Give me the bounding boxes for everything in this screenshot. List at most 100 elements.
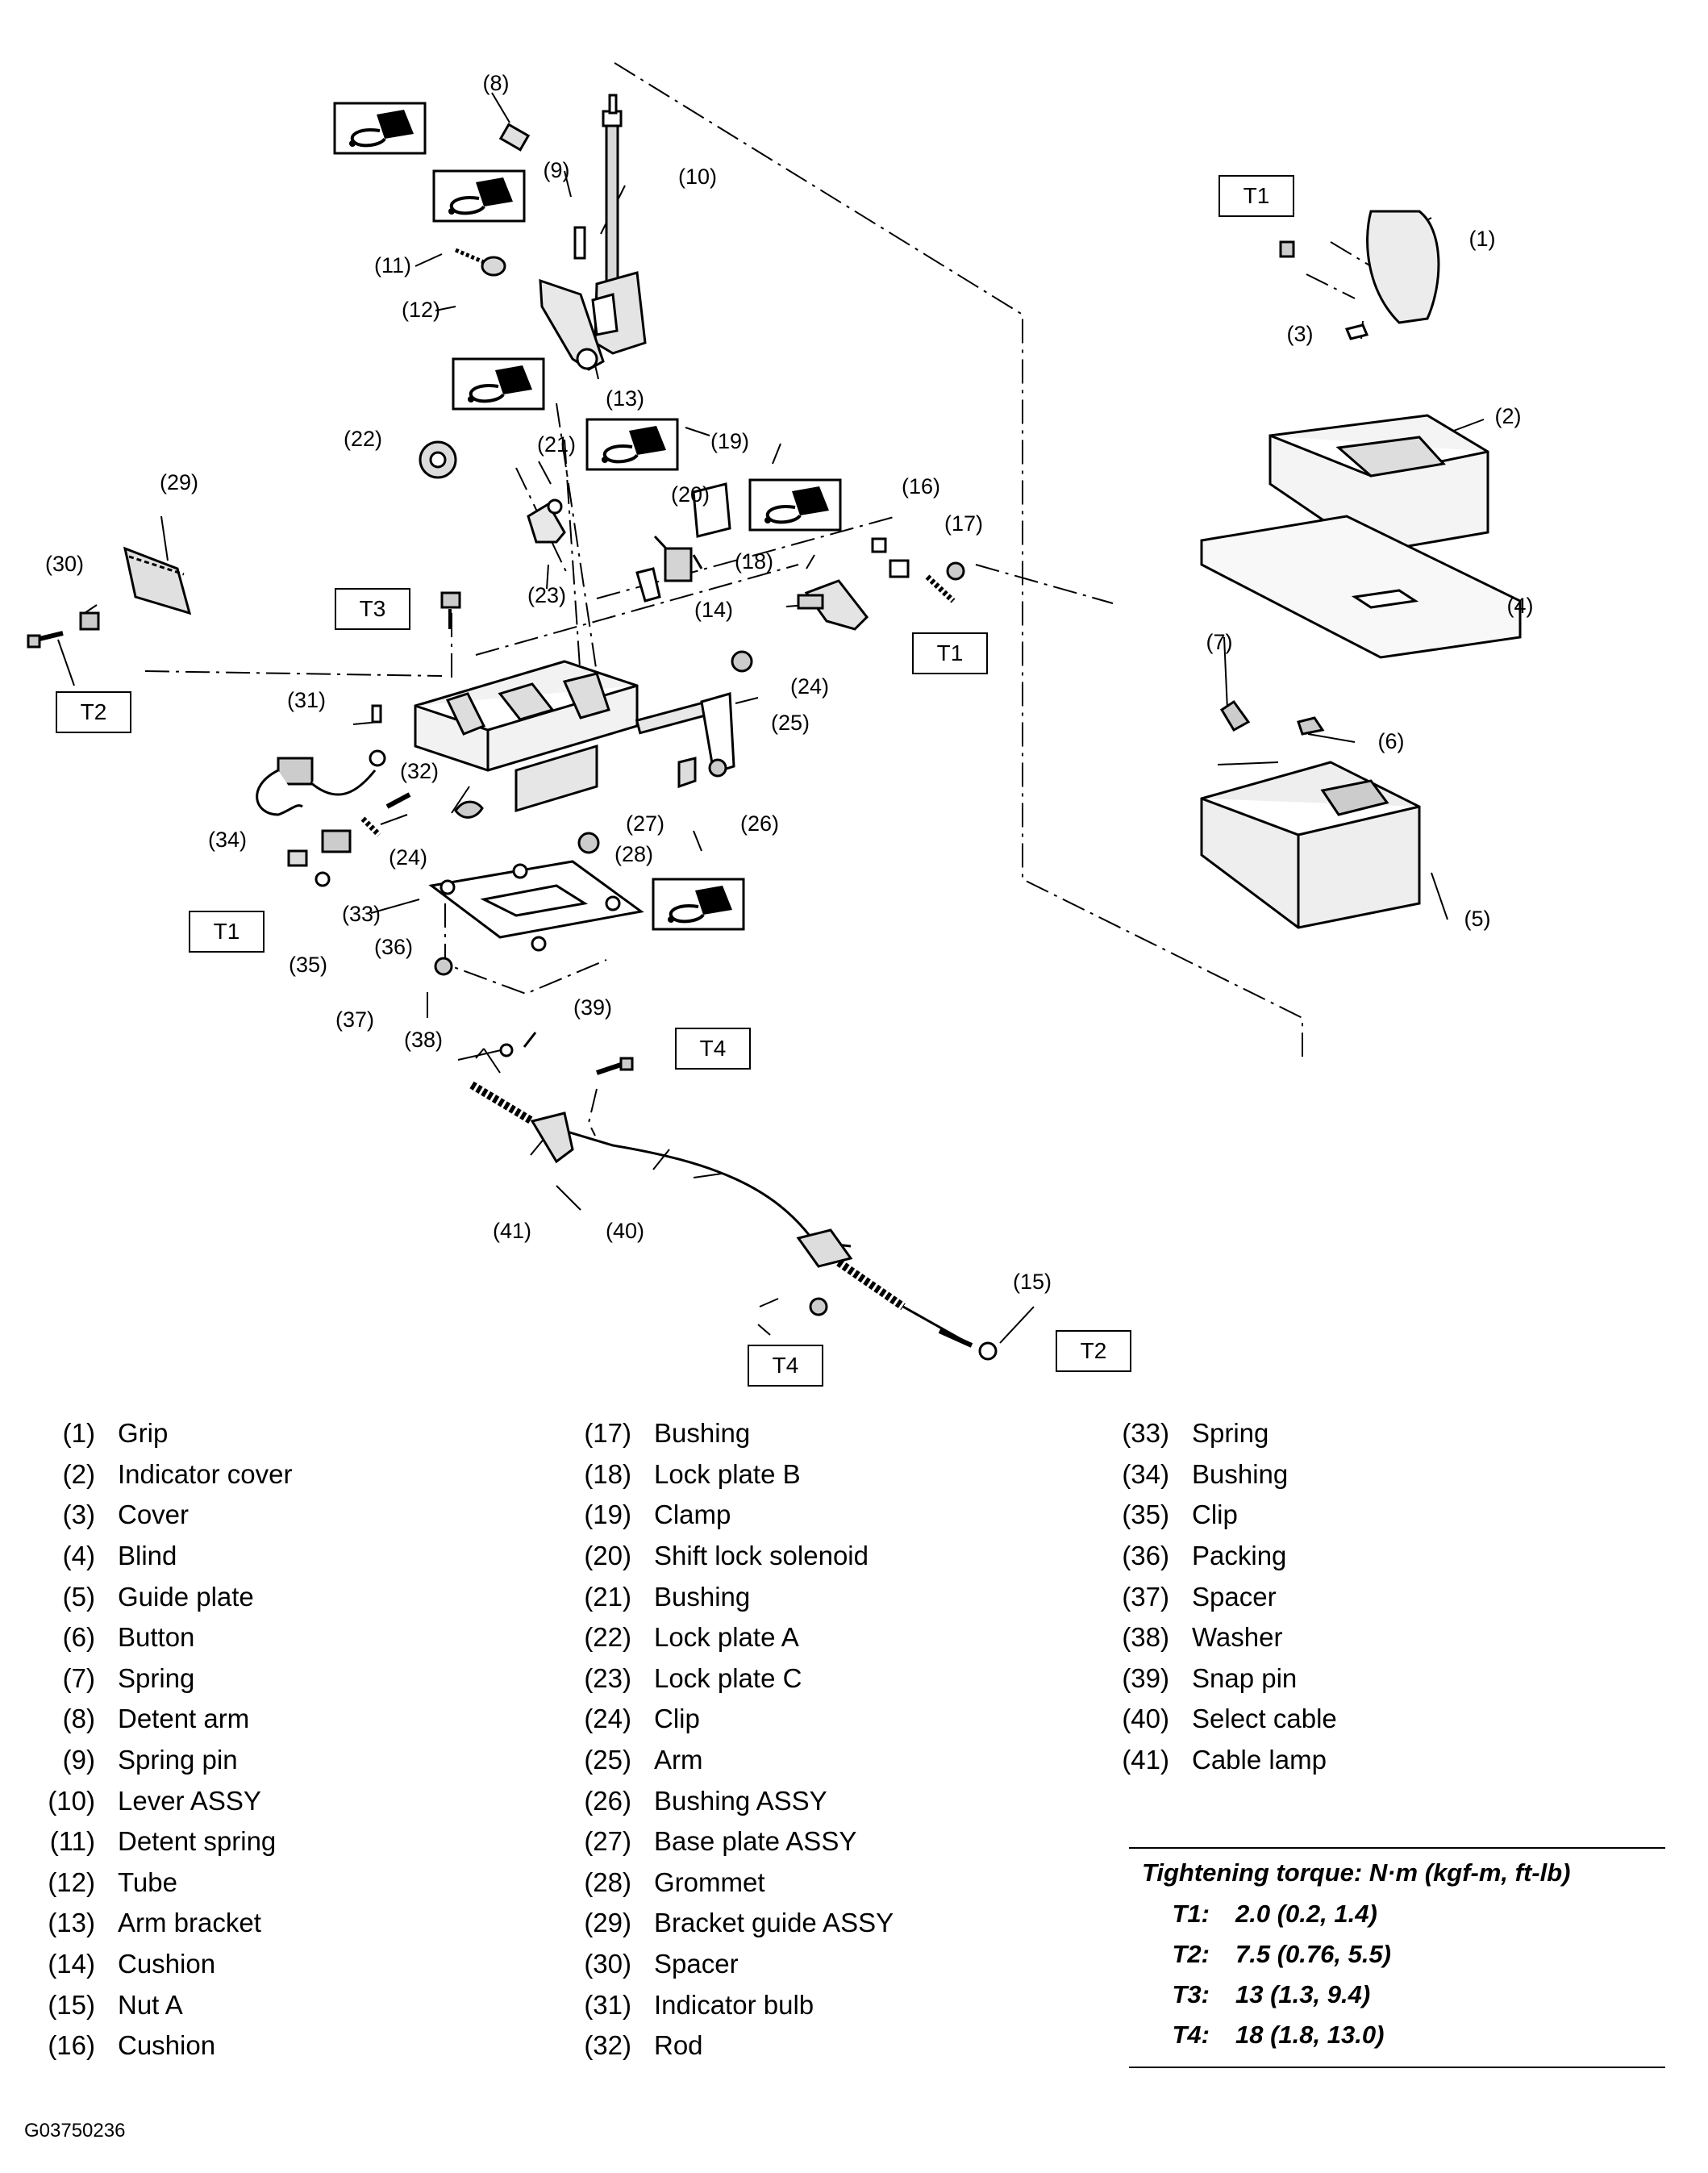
callout-38: (38) bbox=[404, 1028, 443, 1052]
callout-7: (7) bbox=[1206, 630, 1233, 654]
legend-item-name: Snap pin bbox=[1192, 1662, 1298, 1693]
legend-item-number: (28) bbox=[584, 1866, 631, 1897]
shift-lock-solenoid bbox=[635, 482, 731, 603]
legend-item: (35)Clip bbox=[1106, 1495, 1337, 1536]
parts-legend-column-2: (17)Bushing(18)Lock plate B(19)Clamp(20)… bbox=[569, 1413, 894, 2067]
legend-item-number: (30) bbox=[584, 1949, 631, 1979]
legend-item-number: (19) bbox=[584, 1499, 631, 1530]
parts-legend-column-3: (33)Spring(34)Bushing(35)Clip(36)Packing… bbox=[1106, 1413, 1337, 1780]
callout-1: (1) bbox=[1469, 227, 1496, 251]
bracket-guide-assy bbox=[27, 546, 192, 649]
callout-21: (21) bbox=[537, 432, 576, 457]
legend-item-name: Arm bracket bbox=[118, 1908, 261, 1938]
torque-rows: T1:2.0 (0.2, 1.4)T2:7.5 (0.76, 5.5)T3:13… bbox=[1129, 1894, 1665, 2055]
legend-item-name: Lock plate B bbox=[654, 1458, 801, 1489]
legend-item: (18) Lock plate B bbox=[569, 1454, 894, 1495]
legend-item: (40)Select cable bbox=[1106, 1699, 1336, 1740]
callout-37: (37) bbox=[335, 1007, 374, 1032]
callout-9: (9) bbox=[544, 158, 570, 182]
grease-icon bbox=[652, 878, 745, 931]
packing bbox=[428, 860, 644, 976]
legend-item-name: Base plate ASSY bbox=[654, 1826, 857, 1857]
legend-item: (32)Rod bbox=[569, 2025, 894, 2067]
torque-value: 13 (1.3, 9.4) bbox=[1235, 1980, 1371, 2008]
grease-icon bbox=[452, 357, 545, 411]
legend-item: (7)Spring bbox=[32, 1658, 292, 1700]
select-cable bbox=[469, 1032, 998, 1361]
legend-item-name: Lock plate C bbox=[654, 1662, 802, 1693]
legend-item-name: Detent arm bbox=[118, 1704, 250, 1734]
legend-item-name: Spring bbox=[118, 1662, 195, 1693]
legend-item: (21)Bushing bbox=[569, 1576, 894, 1617]
legend-item-number: (13) bbox=[48, 1908, 95, 1938]
legend-item: (15)Nut A bbox=[32, 1984, 292, 2025]
torque-tag-t2-cable: T2 bbox=[1081, 1338, 1107, 1363]
legend-item: (30) Spacer bbox=[569, 1944, 894, 1985]
torque-tag-t3: T3 bbox=[360, 596, 386, 621]
torque-row: T4:18 (1.8, 13.0) bbox=[1129, 2015, 1665, 2055]
callout-40: (40) bbox=[606, 1219, 644, 1243]
callout-39: (39) bbox=[573, 995, 612, 1020]
lever-components bbox=[455, 123, 605, 371]
tightening-torque-table: Tightening torque: N·m (kgf-m, ft-lb) T1… bbox=[1129, 1847, 1665, 2068]
legend-item-number: (21) bbox=[584, 1581, 631, 1612]
callout-32: (32) bbox=[400, 759, 439, 783]
legend-item: (27)Base plate ASSY bbox=[569, 1821, 894, 1862]
legend-item: (23)Lock plate C bbox=[569, 1658, 894, 1700]
callout-20: (20) bbox=[671, 482, 710, 507]
legend-item-name: Lever ASSY bbox=[118, 1785, 261, 1816]
grease-icon bbox=[333, 102, 427, 155]
legend-item: (1)Grip bbox=[32, 1413, 292, 1454]
callout-36: (36) bbox=[374, 935, 413, 959]
legend-item-number: (38) bbox=[1122, 1622, 1169, 1653]
lock-plates bbox=[419, 440, 566, 544]
legend-item-number: (41) bbox=[1122, 1745, 1169, 1775]
torque-tag-t4-cable: T4 bbox=[700, 1036, 727, 1061]
base-plate-assy bbox=[414, 660, 639, 854]
legend-item-number: (18) bbox=[584, 1458, 631, 1489]
legend-item: (8)Detent arm bbox=[32, 1699, 292, 1740]
legend-item-name: Arm bbox=[654, 1745, 703, 1775]
callout-11: (11) bbox=[374, 253, 411, 277]
callout-34: (34) bbox=[208, 828, 247, 852]
legend-item-name: Rod bbox=[654, 2030, 703, 2061]
legend-item-name: Packing bbox=[1192, 1541, 1287, 1571]
torque-table-title: Tightening torque: N·m (kgf-m, ft-lb) bbox=[1142, 1858, 1571, 1887]
legend-item-name: Guide plate bbox=[118, 1581, 254, 1612]
torque-value: 7.5 (0.76, 5.5) bbox=[1235, 1940, 1392, 1968]
legend-item-number: (33) bbox=[1122, 1418, 1169, 1449]
grease-icon bbox=[585, 418, 679, 471]
legend-item-number: (24) bbox=[584, 1704, 631, 1734]
legend-item: (34)Bushing bbox=[1106, 1454, 1337, 1495]
grease-icon bbox=[432, 169, 526, 223]
torque-tag-t1-bushing: T1 bbox=[214, 919, 240, 944]
legend-item-number: (11) bbox=[49, 1826, 95, 1857]
legend-item: (2)Indicator cover bbox=[32, 1454, 293, 1495]
legend-item-number: (22) bbox=[584, 1622, 631, 1653]
legend-item: (5) Guide plate bbox=[32, 1576, 292, 1617]
legend-item-number: (16) bbox=[48, 2030, 95, 2061]
callout-6: (6) bbox=[1378, 729, 1405, 753]
callout-24a: (24) bbox=[790, 674, 829, 699]
torque-tag-t4-nut: T4 bbox=[773, 1353, 799, 1378]
legend-item-number: (34) bbox=[1122, 1458, 1169, 1489]
legend-item-number: (12) bbox=[48, 1866, 95, 1897]
legend-item-number: (31) bbox=[584, 1989, 631, 2020]
legend-item: (39)Snap pin bbox=[1106, 1658, 1337, 1700]
torque-row: T1:2.0 (0.2, 1.4) bbox=[1129, 1894, 1665, 1934]
legend-item: (33)Spring bbox=[1106, 1413, 1337, 1454]
callout-19: (19) bbox=[710, 429, 749, 453]
legend-item: (38)Washer bbox=[1106, 1617, 1337, 1658]
legend-item-name: Spacer bbox=[654, 1949, 739, 1979]
callout-18: (18) bbox=[735, 549, 773, 573]
callout-5: (5) bbox=[1464, 907, 1491, 931]
callout-28: (28) bbox=[614, 842, 653, 866]
t3-bolt bbox=[440, 591, 461, 629]
legend-item-number: (5) bbox=[62, 1581, 95, 1612]
legend-item-number: (29) bbox=[584, 1908, 631, 1938]
torque-row: T2:7.5 (0.76, 5.5) bbox=[1129, 1934, 1665, 1975]
legend-item-name: Tube bbox=[118, 1866, 177, 1897]
legend-item-name: Indicator bulb bbox=[654, 1989, 814, 2020]
callout-12: (12) bbox=[402, 298, 440, 322]
legend-item-number: (20) bbox=[584, 1541, 631, 1571]
